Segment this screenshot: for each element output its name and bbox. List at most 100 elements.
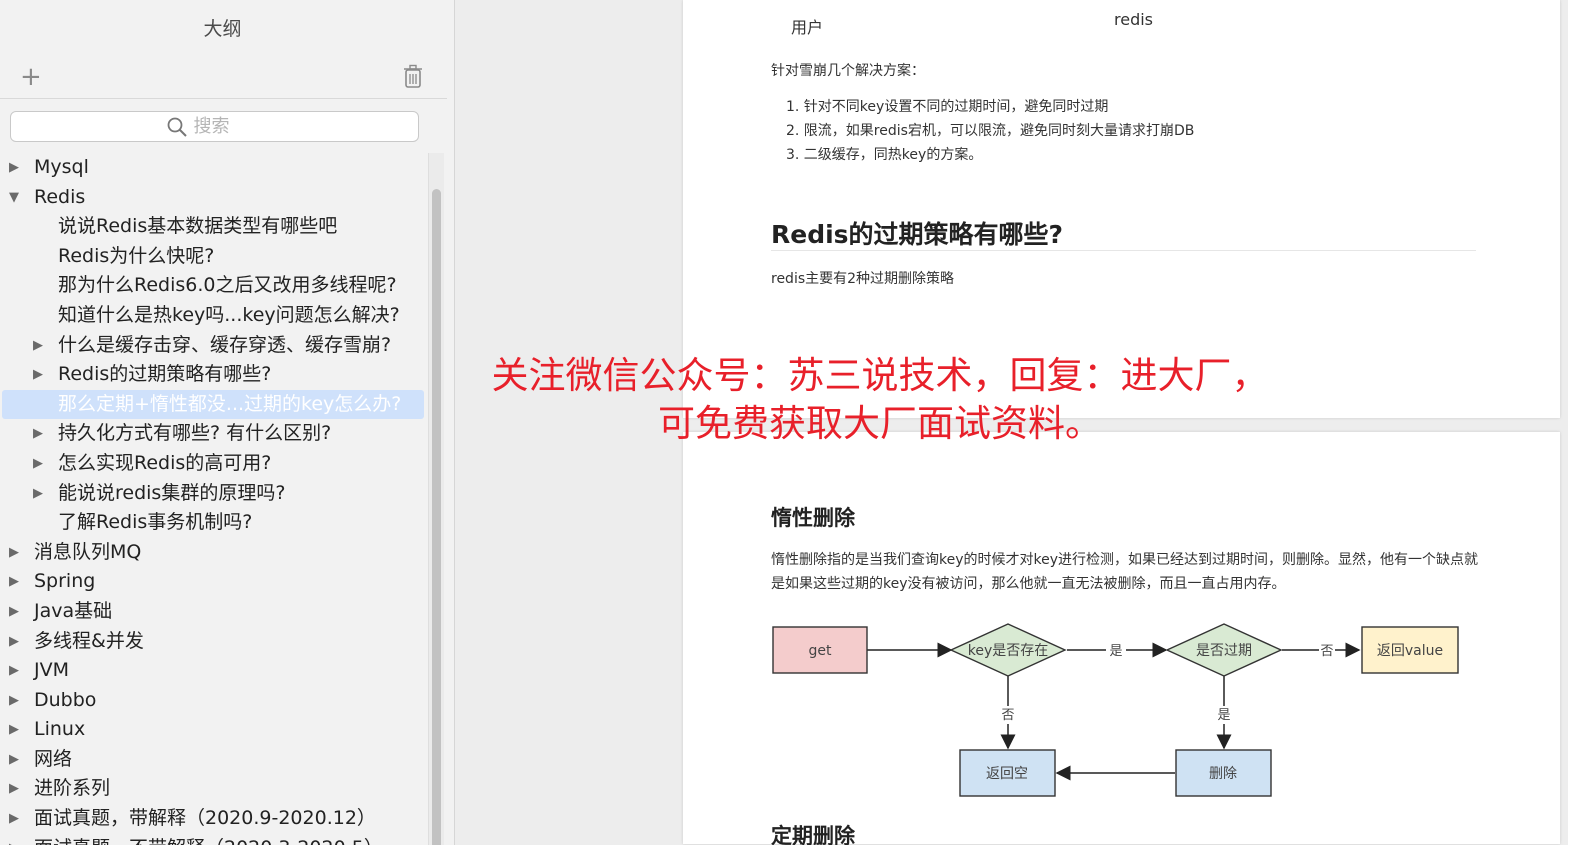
section-heading: 定期删除 — [771, 824, 855, 848]
outline-item[interactable]: ▶Redis的过期策略有哪些? — [0, 360, 427, 390]
outline-item[interactable]: 了解Redis事务机制吗? — [0, 508, 427, 538]
outline-item[interactable]: ▶Mysql — [0, 153, 427, 183]
section-heading: 惰性删除 — [771, 506, 855, 530]
document-area: 用户 redis 针对雪崩几个解决方案： 1. 针对不同key设置不同的过期时间… — [455, 0, 1594, 864]
sidebar-divider — [0, 98, 447, 99]
scrollbar-thumb[interactable] — [432, 189, 441, 849]
outline-item-label: 多线程&并发 — [34, 629, 144, 652]
outline-item-label: 网络 — [34, 747, 73, 770]
outline-item-label: 进阶系列 — [34, 777, 111, 800]
outline-item[interactable]: 那么定期+惰性都没...过期的key怎么办? — [2, 389, 424, 420]
outline-item-label: 那为什么Redis6.0之后又改用多线程呢? — [58, 274, 397, 297]
disclosure-collapsed-icon[interactable]: ▶ — [9, 663, 19, 679]
outline-item-label: 那么定期+惰性都没...过期的key怎么办? — [58, 392, 402, 415]
paragraph: 针对雪崩几个解决方案： — [771, 63, 925, 79]
sidebar-scrollbar[interactable] — [428, 153, 444, 853]
outline-item-label: 面试真题，带解释（2020.9-2020.12） — [34, 807, 376, 830]
outline-item[interactable]: ▼Redis — [0, 183, 427, 213]
outline-item-label: 什么是缓存击穿、缓存穿透、缓存雪崩? — [58, 333, 392, 356]
outline-item-label: 能说说redis集群的原理吗? — [58, 481, 286, 504]
outline-item[interactable]: ▶ 消息队列MQ — [0, 538, 427, 568]
disclosure-collapsed-icon[interactable]: ▶ — [9, 722, 19, 738]
search-input[interactable] — [193, 116, 264, 137]
outline-item-label: Java基础 — [34, 599, 113, 622]
flow-node-return-value — [1361, 626, 1459, 674]
disclosure-collapsed-icon[interactable]: ▶ — [33, 426, 43, 442]
section-heading: Redis的过期策略有哪些? — [771, 220, 1064, 249]
disclosure-collapsed-icon[interactable]: ▶ — [33, 337, 43, 353]
diagram-label-user: 用户 — [791, 18, 824, 37]
outline-item-label: Dubbo — [34, 688, 97, 711]
disclosure-collapsed-icon[interactable]: ▶ — [9, 751, 19, 767]
disclosure-collapsed-icon[interactable]: ▶ — [9, 574, 19, 590]
watermark-text: 关注微信公众号：苏三说技术，回复：进大厂， 可免费获取大厂面试资料。 — [460, 352, 1300, 448]
outline-item-label: Linux — [34, 718, 86, 741]
sidebar-title: 大纲 — [203, 18, 242, 40]
outline-item[interactable]: 那为什么Redis6.0之后又改用多线程呢? — [0, 271, 427, 301]
outline-item[interactable]: ▶ 网络 — [0, 745, 427, 775]
watermark-line: 关注微信公众号：苏三说技术，回复：进大厂， — [491, 354, 1269, 397]
edge-label-yes: 是 — [1217, 708, 1230, 723]
outline-item-label: 消息队列MQ — [34, 540, 142, 563]
search-box[interactable] — [10, 111, 419, 142]
outline-item-label: Spring — [34, 570, 96, 593]
flow-text-return-value: 返回value — [1377, 643, 1443, 659]
paragraph: redis主要有2种过期删除策略 — [771, 271, 955, 287]
watermark-line: 可免费获取大厂面试资料。 — [658, 402, 1102, 445]
outline-item[interactable]: Redis为什么快呢? — [0, 242, 427, 272]
flow-text-get: get — [809, 643, 833, 659]
document-page: 用户 redis 针对雪崩几个解决方案： 1. 针对不同key设置不同的过期时间… — [683, 0, 1560, 418]
outline-item-label: 持久化方式有哪些? 有什么区别? — [58, 422, 332, 445]
outline-item-label: 知道什么是热key吗...key问题怎么解决? — [58, 303, 400, 326]
flow-node-delete — [1175, 749, 1272, 797]
flow-node-expired — [1165, 623, 1283, 677]
disclosure-expanded-icon[interactable]: ▼ — [9, 189, 19, 205]
disclosure-collapsed-icon[interactable]: ▶ — [9, 160, 19, 175]
outline-item[interactable]: ▶ 什么是缓存击穿、缓存穿透、缓存雪崩? — [0, 331, 427, 361]
outline-item[interactable]: 知道什么是热key吗...key问题怎么解决? — [0, 301, 427, 331]
disclosure-collapsed-icon[interactable]: ▶ — [9, 603, 19, 619]
disclosure-collapsed-icon[interactable]: ▶ — [33, 367, 43, 383]
disclosure-collapsed-icon[interactable]: ▶ — [33, 455, 43, 471]
outline-item[interactable]: ▶ JVM — [0, 656, 427, 686]
disclosure-collapsed-icon[interactable]: ▶ — [33, 485, 43, 501]
outline-item-label: 怎么实现Redis的高可用? — [58, 451, 272, 474]
outline-item[interactable]: ▶ Spring — [0, 567, 427, 597]
trash-icon[interactable] — [402, 64, 424, 90]
add-icon[interactable]: + — [20, 62, 42, 92]
outline-item[interactable]: ▶ Java基础 — [0, 597, 427, 627]
edge-label-no: 否 — [1320, 644, 1333, 659]
search-icon — [167, 117, 187, 137]
disclosure-collapsed-icon[interactable]: ▶ — [9, 544, 19, 560]
disclosure-collapsed-icon[interactable]: ▶ — [9, 811, 19, 827]
outline-item[interactable]: ▶ 面试真题，带解释（2020.9-2020.12） — [0, 804, 427, 834]
outline-item[interactable]: ▶ 进阶系列 — [0, 774, 427, 804]
outline-item-label: JVM — [34, 659, 69, 682]
diagram-label-redis: redis — [1114, 10, 1154, 29]
flow-node-get — [772, 626, 868, 674]
disclosure-collapsed-icon[interactable]: ▶ — [9, 633, 19, 649]
paragraph: 惰性删除指的是当我们查询key的时候才对key进行检测，如果已经达到过期时间，则… — [771, 552, 1479, 592]
outline-item-label: Redis为什么快呢? — [58, 244, 215, 267]
outline-item[interactable]: ▶ 多线程&并发 — [0, 627, 427, 657]
list-item: 2. 限流，如果redis宕机，可以限流，避免同时刻大量请求打崩DB — [786, 123, 1195, 139]
disclosure-collapsed-icon[interactable]: ▶ — [9, 692, 19, 708]
document-page: 惰性删除 惰性删除指的是当我们查询key的时候才对key进行检测，如果已经达到过… — [683, 432, 1560, 848]
heading-rule — [771, 250, 1476, 251]
outline-item[interactable]: ▶ 持久化方式有哪些? 有什么区别? — [0, 419, 427, 449]
outline-item-label: 了解Redis事务机制吗? — [58, 511, 253, 534]
outline-item-label: 说说Redis基本数据类型有哪些吧 — [58, 215, 338, 238]
outline-item[interactable]: 说说Redis基本数据类型有哪些吧 — [0, 212, 427, 242]
outline-item[interactable]: ▶ Dubbo — [0, 686, 427, 716]
outline-item[interactable]: ▶ 能说说redis集群的原理吗? — [0, 479, 427, 509]
outline-item[interactable]: ▶ 怎么实现Redis的高可用? — [0, 449, 427, 479]
disclosure-collapsed-icon[interactable]: ▶ — [9, 781, 19, 797]
solution-list: 1. 针对不同key设置不同的过期时间，避免同时过期 2. 限流，如果redis… — [786, 95, 1194, 167]
flow-node-return-empty — [959, 749, 1056, 797]
edge-label-no: 否 — [1001, 708, 1014, 723]
window-edge — [0, 845, 1594, 864]
outline-item[interactable]: ▶ Linux — [0, 715, 427, 745]
